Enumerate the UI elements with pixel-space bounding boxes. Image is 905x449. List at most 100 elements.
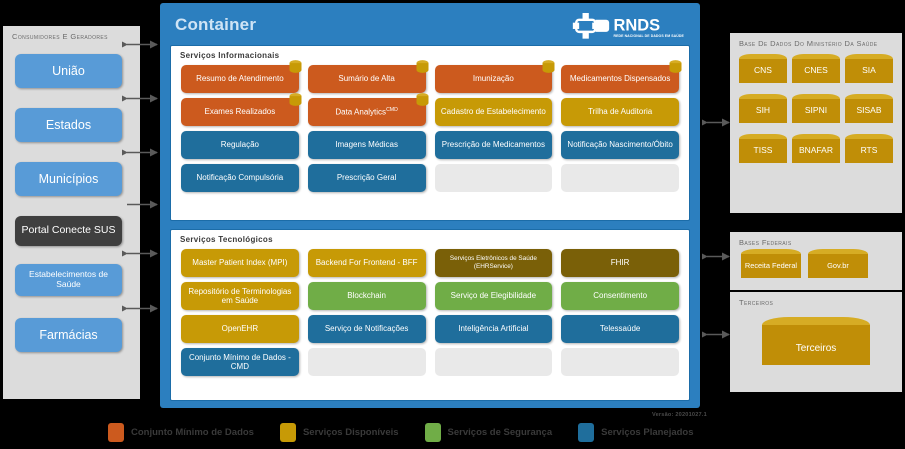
service-card-conjunto-m-nimo-de-dados-cmd[interactable]: Conjunto Mínimo de Dados - CMD [181,348,299,376]
consumers-providers-panel: Consumidores e Geradores UniãoEstadosMun… [3,26,140,399]
service-card-openehr[interactable]: OpenEHR [181,315,299,343]
service-card-telessa-de[interactable]: Telessaúde [561,315,679,343]
database-cylinder-cns[interactable]: CNS [739,54,787,88]
database-cylinder-rts[interactable]: RTS [845,134,893,168]
service-card-servi-o-de-notifica-es[interactable]: Serviço de Notificações [307,315,426,343]
cylinder-body [792,139,840,163]
legend-item-servi-os-de-seguran-a: Serviços de Segurança [424,423,552,442]
database-badge-icon [289,93,302,106]
service-card-medicamentos-dispensados[interactable]: Medicamentos Dispensados [561,60,682,93]
service-card-label: Data AnalyticsCMD [335,106,398,117]
ministry-databases-panel: Base de Dados do Ministério da Saúde CNS… [730,33,902,213]
service-card-label: Serviço de Notificações [324,324,409,334]
service-card-notifica-o-compuls-ria[interactable]: Notificação Compulsória [181,164,299,192]
database-cylinder-sia[interactable]: SIA [845,54,893,88]
service-card-imuniza-o[interactable]: Imunização [434,60,555,93]
legend-label: Conjunto Mínimo de Dados [131,427,254,438]
connector-left-1 [122,94,162,103]
service-card-label: Medicamentos Dispensados [569,74,671,84]
cylinder-label: CNES [804,65,828,76]
legend-swatch [108,423,124,442]
cylinder-label: SISAB [856,105,882,116]
actor-munic-pios[interactable]: Municípios [15,162,122,196]
cylinder-body [845,59,893,83]
federal-panel-title: Bases Federais [739,238,792,247]
service-card-servi-os-eletr-nicos-de-sa-de-ehrservice[interactable]: Serviços Eletrônicos de Saúde (EHRServic… [434,249,553,277]
connector-left-2 [122,148,162,157]
service-card-label: Serviço de Elegibilidade [450,291,537,301]
cylinder-label: Gov.br [827,260,849,270]
service-card-data-analytics[interactable]: Data AnalyticsCMD [307,93,428,126]
service-card-resumo-de-atendimento[interactable]: Resumo de Atendimento [181,60,302,93]
section-servicos-tecnologicos: Serviços Tecnológicos Master Patient Ind… [170,229,690,401]
service-card-regula-o[interactable]: Regulação [181,131,299,159]
database-cylinder-receita-federal[interactable]: Receita Federal [741,249,801,283]
database-cylinder-gov-br[interactable]: Gov.br [808,249,868,283]
actor-portal-conecte-sus[interactable]: Portal Conecte SUS [15,216,122,246]
service-card-label: Blockchain [347,291,386,301]
actor-estados[interactable]: Estados [15,108,122,142]
connector-left-3 [122,200,162,209]
service-card-label: Imunização [472,74,514,84]
service-card-label: Exames Realizados [204,107,276,117]
service-card-backend-for-frontend-bff[interactable]: Backend For Frontend - BFF [307,249,426,277]
connector-left-0 [122,40,162,49]
service-card-label: Prescrição Geral [336,173,397,183]
service-card-label: Repositório de Terminologias em Saúde [188,286,292,305]
actor-uni-o[interactable]: União [15,54,122,88]
service-card-blockchain[interactable]: Blockchain [307,282,426,310]
service-card-prescri-o-geral[interactable]: Prescrição Geral [307,164,426,192]
left-panel-title: Consumidores e Geradores [12,32,108,41]
service-card-label: Imagens Médicas [335,140,398,150]
section-title-tecnologicos: Serviços Tecnológicos [180,235,273,244]
cylinder-label: RTS [860,145,878,156]
actor-label: Municípios [38,172,99,186]
cylinder-body [739,139,787,163]
legend-item-servi-os-dispon-veis: Serviços Disponíveis [279,423,399,442]
service-card-sum-rio-de-alta[interactable]: Sumário de Alta [307,60,428,93]
section-title-informacionais: Serviços Informacionais [180,51,280,60]
database-cylinder-tiss[interactable]: TISS [739,134,787,168]
actor-label: Estabelecimentos de Saúde [29,269,108,289]
database-cylinder-bnafar[interactable]: BNAFAR [792,134,840,168]
database-cylinder-sih[interactable]: SIH [739,94,787,128]
cylinder-label: SIH [755,105,771,116]
service-card-label: Trilha de Auditoria [588,107,653,117]
connector-left-4 [122,249,162,258]
service-card-cadastro-de-estabelecimento[interactable]: Cadastro de Estabelecimento [434,98,553,126]
cylinder-label: Receita Federal [744,260,798,270]
service-card-exames-realizados[interactable]: Exames Realizados [181,93,302,126]
cylinder-body [792,59,840,83]
actor-farm-cias[interactable]: Farmácias [15,318,122,352]
legend-label: Serviços Disponíveis [302,427,399,438]
database-cylinder-sipni[interactable]: SIPNI [792,94,840,128]
service-card-master-patient-index-mpi[interactable]: Master Patient Index (MPI) [181,249,299,277]
service-card-consentimento[interactable]: Consentimento [561,282,679,310]
service-card-superscript: CMD [386,106,398,113]
service-card-label: Conjunto Mínimo de Dados - CMD [188,352,291,371]
cylinder-body [808,254,868,278]
cylinder-body [792,99,840,123]
service-card-servi-o-de-elegibilidade[interactable]: Serviço de Elegibilidade [434,282,553,310]
service-card-intelig-ncia-artificial[interactable]: Inteligência Artificial [434,315,553,343]
service-card-label: FHIR [610,258,630,268]
cylinder-body [739,99,787,123]
section-servicos-informacionais: Serviços Informacionais Resumo de Atendi… [170,45,690,221]
legend-swatch [578,423,595,442]
service-card-fhir[interactable]: FHIR [561,249,679,277]
database-cylinder-sisab[interactable]: SISAB [845,94,893,128]
service-card-reposit-rio-de-terminologias-em-sa-de[interactable]: Repositório de Terminologias em Saúde [181,282,299,310]
service-card-label: Consentimento [593,291,648,301]
actor-estabelecimentos-de-sa-de[interactable]: Estabelecimentos de Saúde [15,264,122,296]
service-card-prescri-o-de-medicamentos[interactable]: Prescrição de Medicamentos [434,131,553,159]
service-card-trilha-de-auditoria[interactable]: Trilha de Auditoria [561,98,679,126]
cylinder-body [739,59,787,83]
legend-swatch [279,423,296,442]
legend-item-conjunto-m-nimo-de-dados: Conjunto Mínimo de Dados [108,423,254,442]
database-cylinder-cnes[interactable]: CNES [792,54,840,88]
service-card-notifica-o-nascimento-bito[interactable]: Notificação Nascimento/Óbito [561,131,679,159]
federal-databases-panel: Bases Federais Receita Federal Gov.br [730,232,902,290]
service-card-imagens-m-dicas[interactable]: Imagens Médicas [307,131,426,159]
service-card-placeholder-14 [434,164,553,192]
service-card-label: Sumário de Alta [338,74,395,84]
